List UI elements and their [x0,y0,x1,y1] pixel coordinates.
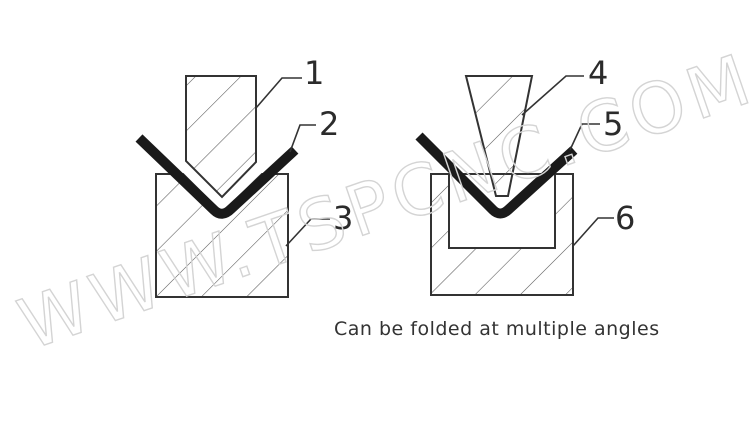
sheet-metal-left [135,134,299,219]
leader-5 [569,123,600,151]
sheet-metal-right [415,132,578,219]
label-4: 4 [588,54,608,92]
diagram-caption: Can be folded at multiple angles [334,318,660,340]
label-3: 3 [333,199,353,237]
tapered-punch [464,75,534,197]
flat-punch [185,75,257,199]
left-assembly: 1 2 3 [135,54,353,298]
leader-6 [572,217,614,247]
leader-1 [255,77,302,109]
label-1: 1 [304,54,324,92]
leader-2 [289,124,316,153]
watermark: WWW.TSPCNC.COM [9,37,750,366]
right-assembly: 4 5 6 [415,54,635,296]
leader-4 [521,75,584,116]
label-6: 6 [615,199,635,237]
label-5: 5 [603,105,623,143]
channel-die [430,173,574,296]
label-2: 2 [319,105,339,143]
leader-3 [285,218,330,247]
